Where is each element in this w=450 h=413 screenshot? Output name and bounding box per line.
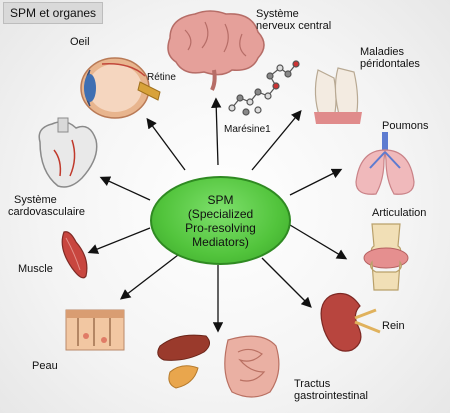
molecule-icon [228, 60, 300, 116]
label-retine: Rétine [147, 72, 176, 83]
label-peau: Peau [32, 360, 58, 372]
label-poumons: Poumons [382, 120, 429, 132]
label-maladies-1: Maladies [360, 46, 405, 58]
arrow-muscle [87, 227, 151, 254]
label-cardio-1: Système [14, 194, 57, 206]
label-muscle: Muscle [18, 263, 53, 275]
brain-icon [167, 10, 265, 91]
label-maladies-2: péridontales [360, 58, 420, 70]
teeth-icon [314, 67, 362, 124]
center-line-3: Pro-resolving [185, 220, 256, 235]
center-line-2: (Specialized [187, 206, 254, 221]
joint-icon [363, 223, 409, 291]
label-articulation: Articulation [372, 207, 427, 219]
arrow-eye [146, 117, 186, 171]
label-systeme-nerveux-1: Système [256, 8, 299, 20]
eye-icon [80, 57, 161, 119]
label-tractus-2: gastrointestinal [294, 390, 368, 402]
label-systeme-nerveux-2: nerveux central [256, 20, 332, 32]
arrow-brain [211, 97, 222, 166]
muscle-icon [61, 231, 88, 279]
spm-center-node: SPM (Specialized Pro-resolving Mediators… [150, 176, 291, 265]
label-rein: Rein [382, 320, 405, 332]
arrow-heart [99, 176, 151, 201]
label-maresine: Marésine1 [224, 124, 271, 135]
arrow-teeth [251, 109, 302, 171]
digestive-icon [157, 334, 280, 398]
label-oeil: Oeil [70, 36, 90, 48]
diagram-title: SPM et organes [3, 2, 104, 24]
arrows [87, 97, 348, 333]
arrow-kidney [261, 257, 312, 308]
kidney-icon [320, 293, 381, 352]
center-line-1: SPM [207, 192, 234, 207]
lungs-icon [355, 132, 415, 195]
arrow-joint [289, 224, 348, 260]
label-cardio-2: cardovasculaire [8, 206, 86, 218]
arrow-lungs [289, 168, 343, 196]
label-tractus-1: Tractus [294, 378, 331, 390]
center-line-4: Mediators) [192, 234, 249, 249]
skin-icon [65, 309, 125, 351]
arrow-skin [119, 254, 179, 300]
heart-icon [38, 117, 98, 188]
